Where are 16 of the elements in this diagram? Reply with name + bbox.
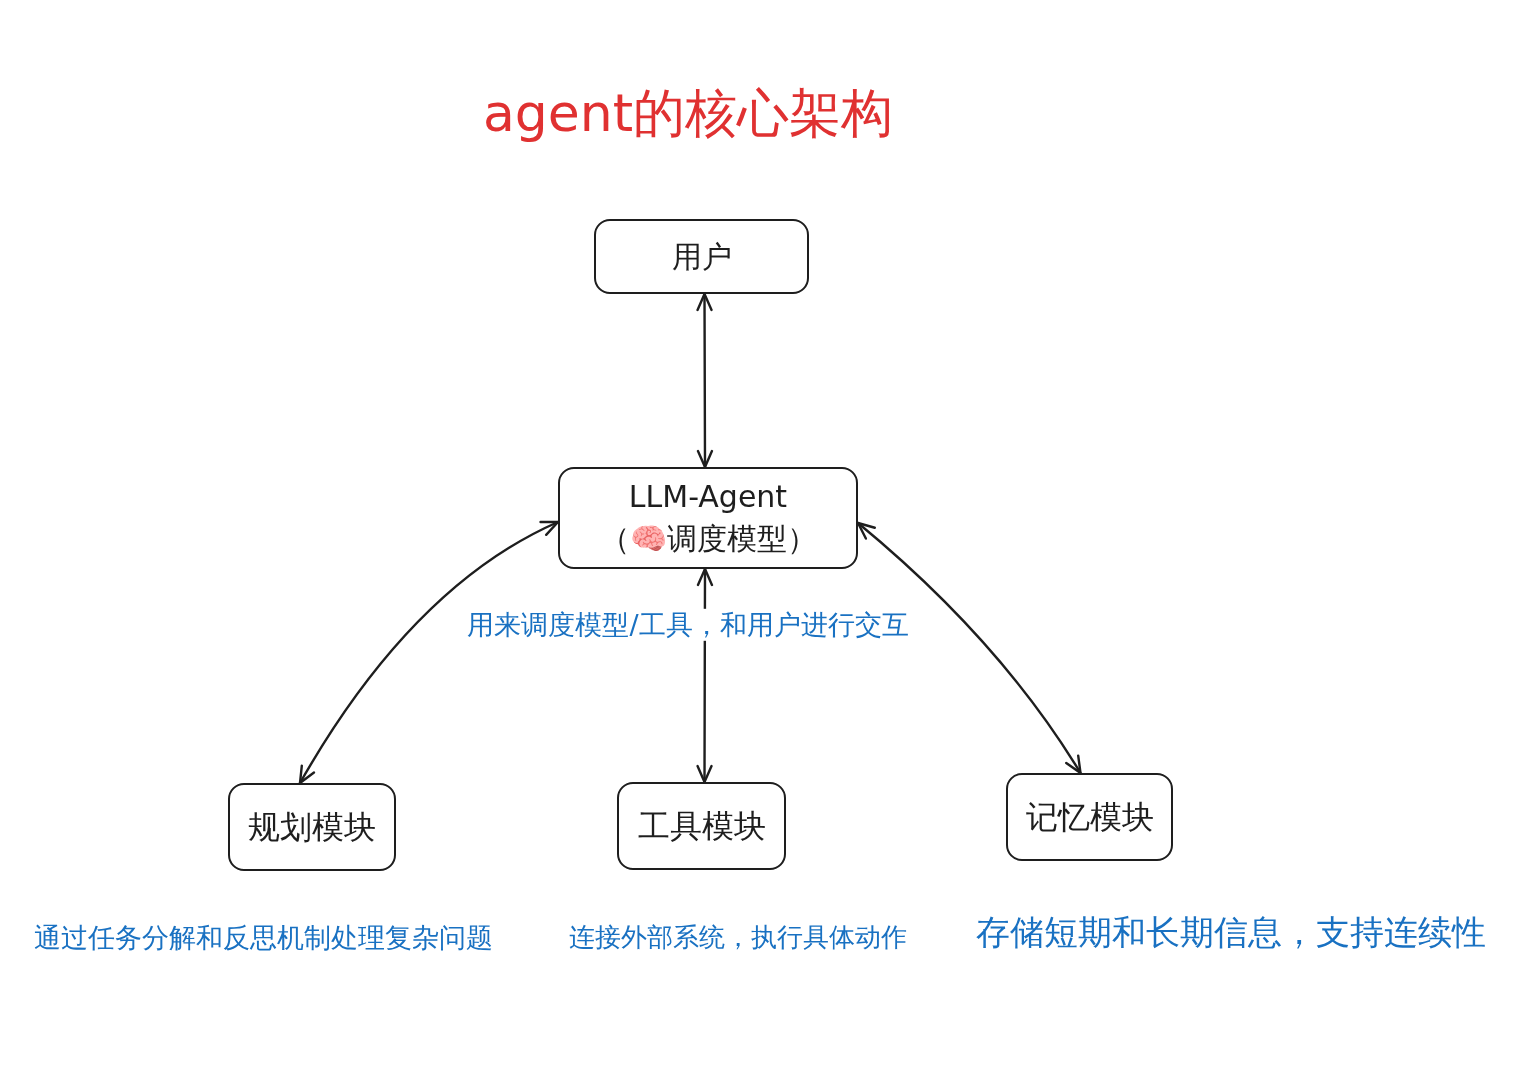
title: agent的核心架构 [482,82,894,145]
rounded-box [1006,773,1173,861]
box-label: LLM-Agent （🧠调度模型） [598,478,818,558]
box-label: 用户 [671,237,732,276]
description-text: 用来调度模型/工具，和用户进行交互 [465,608,911,642]
rounded-box [617,782,786,870]
double-arrow [298,520,560,785]
double-arrow [696,292,714,469]
double-arrow [856,521,1082,775]
box-label: 规划模块 [248,806,376,848]
rounded-box [594,219,809,294]
rounded-box [228,783,396,871]
box-label: 工具模块 [637,805,766,847]
double-arrow [696,567,714,784]
box-label: 记忆模块 [1025,796,1154,838]
rounded-box [558,467,858,569]
